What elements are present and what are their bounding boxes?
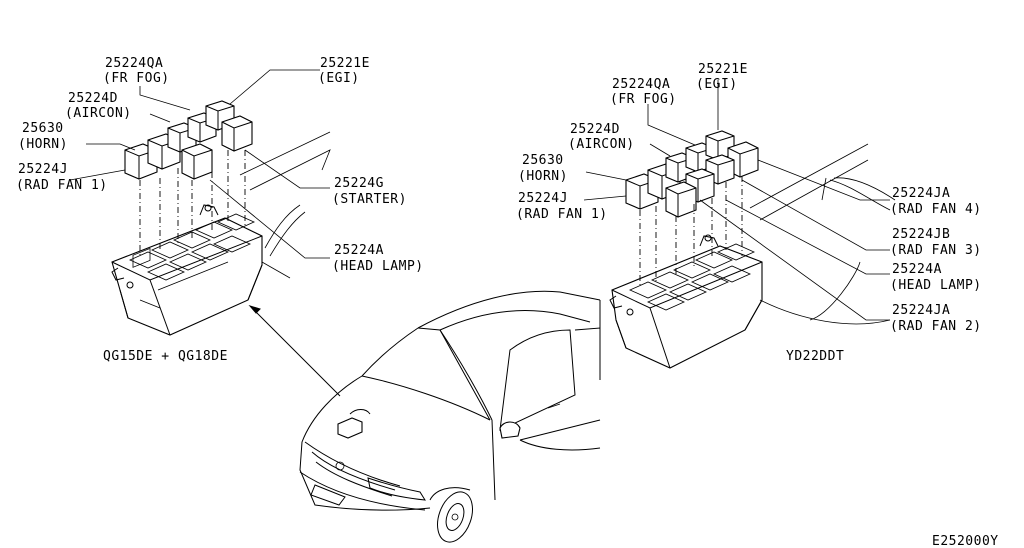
label-desc-egi-right: (EGI) bbox=[696, 77, 738, 92]
label-part-25224qa-right: 25224QA bbox=[612, 77, 670, 92]
label-desc-horn-right: (HORN) bbox=[518, 169, 568, 184]
label-desc-radfan4-right: (RAD FAN 4) bbox=[890, 202, 982, 217]
label-part-25630-left: 25630 bbox=[22, 121, 64, 136]
label-desc-headlamp-left: (HEAD LAMP) bbox=[332, 259, 424, 274]
label-desc-radfan1-left: (RAD FAN 1) bbox=[16, 178, 108, 193]
label-part-25221e-right: 25221E bbox=[698, 62, 748, 77]
label-part-25224a-right: 25224A bbox=[892, 262, 942, 277]
label-desc-horn-left: (HORN) bbox=[18, 137, 68, 152]
label-desc-headlamp-right: (HEAD LAMP) bbox=[890, 278, 982, 293]
label-part-25224ja-right-2: 25224JA bbox=[892, 303, 950, 318]
label-desc-aircon-right: (AIRCON) bbox=[568, 137, 635, 152]
label-part-25224jb-right: 25224JB bbox=[892, 227, 950, 242]
right-relay-box bbox=[609, 143, 896, 369]
figure-code: E252000Y bbox=[932, 534, 999, 548]
left-relay-box bbox=[111, 131, 331, 336]
label-part-25224ja-right-4: 25224JA bbox=[892, 186, 950, 201]
label-desc-radfan1-right: (RAD FAN 1) bbox=[516, 207, 608, 222]
car-illustration bbox=[248, 290, 601, 543]
label-part-25224d-right: 25224D bbox=[570, 122, 620, 137]
label-part-25224d-left: 25224D bbox=[68, 91, 118, 106]
right-relays bbox=[625, 130, 759, 218]
label-part-25224qa-left: 25224QA bbox=[105, 56, 163, 71]
left-labels: 25224QA (FR FOG) 25224D (AIRCON) 25630 (… bbox=[16, 56, 424, 364]
label-desc-starter-left: (STARTER) bbox=[332, 192, 407, 207]
label-desc-aircon-left: (AIRCON) bbox=[65, 106, 132, 121]
label-desc-fr-fog-right: (FR FOG) bbox=[610, 92, 677, 107]
label-desc-radfan3-right: (RAD FAN 3) bbox=[890, 243, 982, 258]
label-part-25224a-left: 25224A bbox=[334, 243, 384, 258]
label-desc-radfan2-right: (RAD FAN 2) bbox=[890, 319, 982, 334]
label-desc-egi-left: (EGI) bbox=[318, 71, 360, 86]
right-labels: 25224QA (FR FOG) 25221E (EGI) 25224D (AI… bbox=[516, 62, 982, 364]
right-dashed-guides bbox=[639, 176, 743, 285]
label-part-25224j-right: 25224J bbox=[518, 191, 568, 206]
label-part-25224j-left: 25224J bbox=[18, 162, 68, 177]
caption-right-engine: YD22DDT bbox=[786, 349, 844, 364]
left-leaders bbox=[69, 69, 330, 259]
caption-left-engine: QG15DE + QG18DE bbox=[103, 349, 228, 364]
label-part-25221e-left: 25221E bbox=[320, 56, 370, 71]
right-leaders bbox=[583, 80, 890, 321]
left-relays bbox=[124, 100, 253, 180]
label-part-25630-right: 25630 bbox=[522, 153, 564, 168]
label-desc-fr-fog-left: (FR FOG) bbox=[103, 71, 170, 86]
label-part-25224g-left: 25224G bbox=[334, 176, 384, 191]
